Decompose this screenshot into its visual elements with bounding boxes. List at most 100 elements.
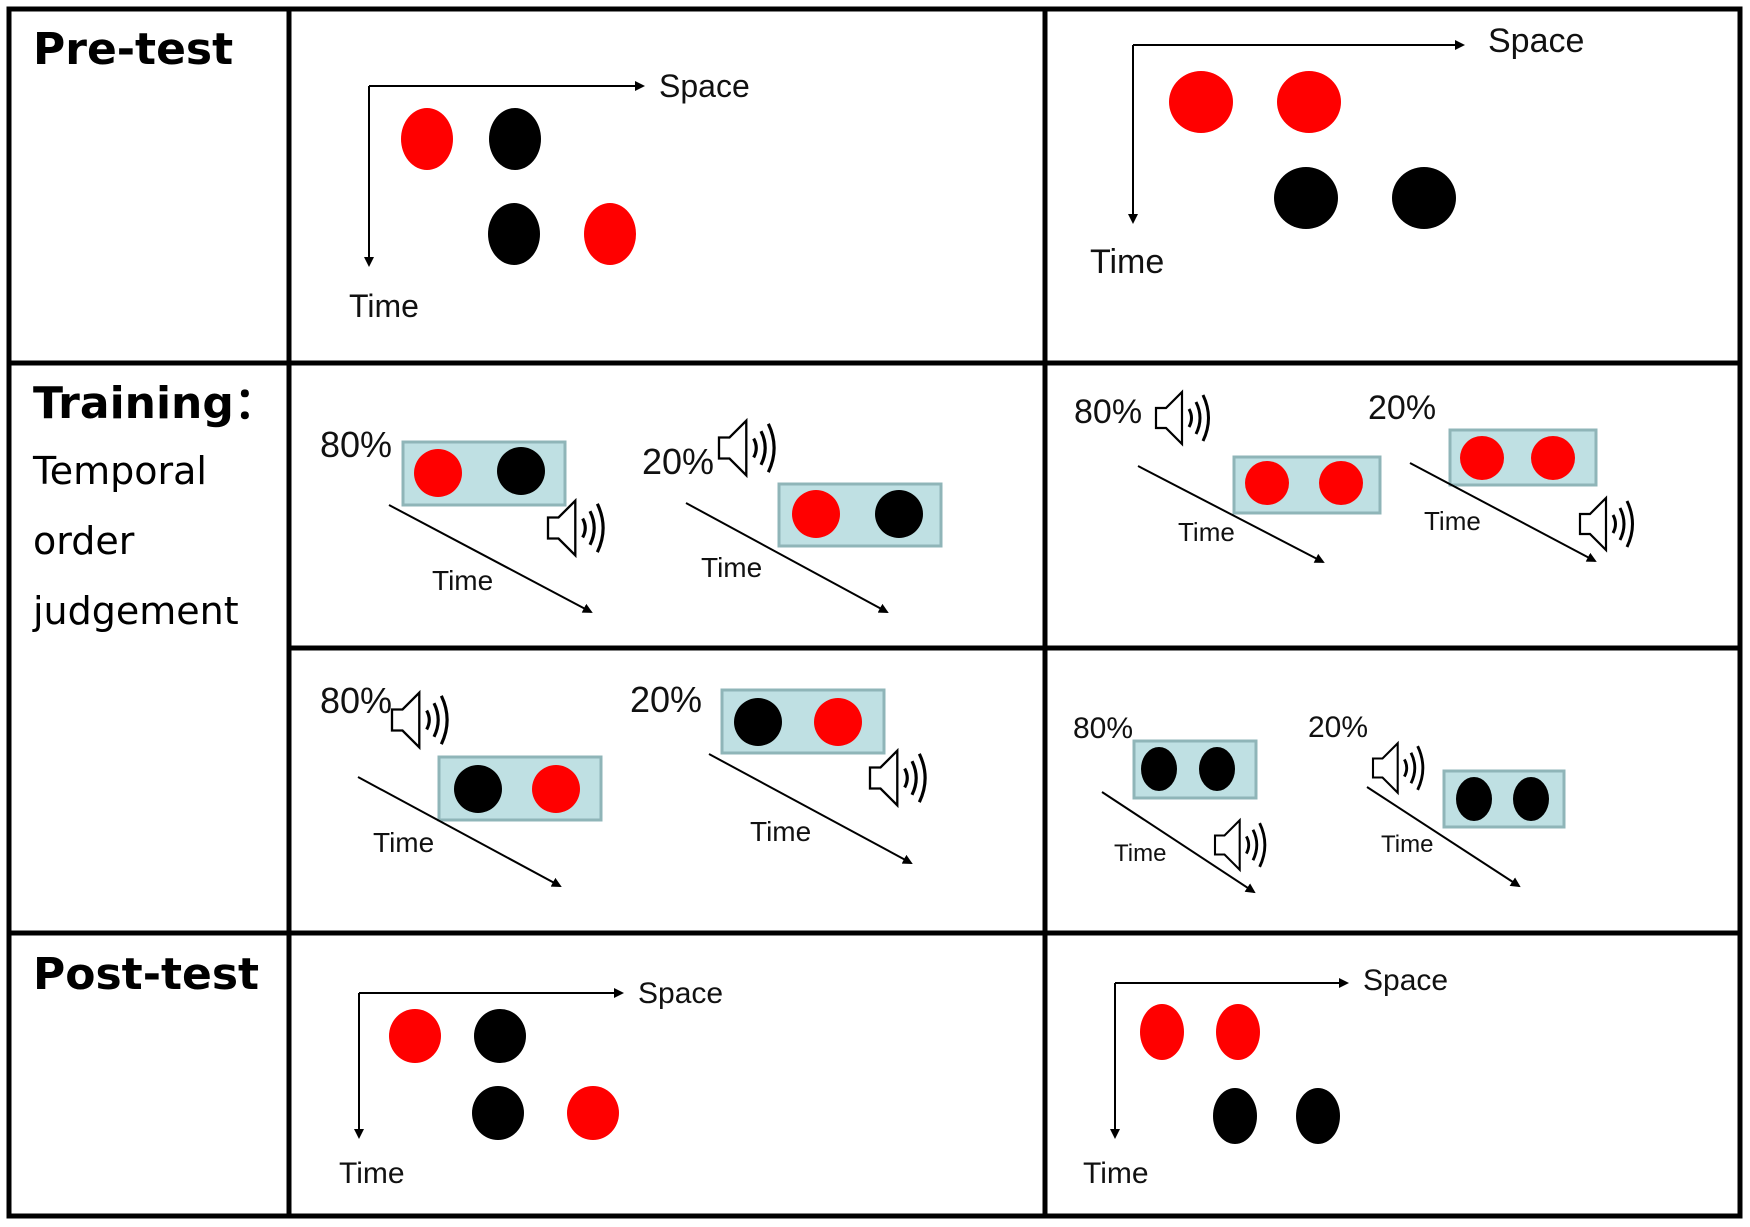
time-axis-label: Time	[1114, 840, 1166, 867]
speaker-icon	[1154, 390, 1210, 446]
trial-box-20	[1448, 428, 1598, 487]
row-headers: Pre-test Training： Temporal order judgem…	[32, 24, 278, 1000]
space-axis-label: Space	[659, 68, 750, 104]
time-axis-label: Time	[750, 816, 811, 847]
stimulus-grid	[1140, 1004, 1340, 1144]
training-panel-bottom-right: 80% 20% Time Time	[1073, 711, 1566, 894]
red-dot	[1245, 461, 1289, 505]
speaker-icon	[1213, 818, 1267, 872]
percent-label-80: 80%	[320, 680, 392, 721]
time-axis-label: Time	[701, 552, 762, 583]
black-dot	[1141, 747, 1177, 791]
space-axis-label: Space	[638, 977, 723, 1010]
black-dot	[875, 490, 923, 538]
black-dot	[474, 1009, 526, 1063]
percent-label-80: 80%	[320, 424, 392, 465]
training-subtitle-line: judgement	[32, 589, 239, 633]
posttest-left-panel: Space Time	[339, 977, 723, 1190]
black-dot	[1274, 167, 1338, 229]
red-dot	[1460, 436, 1504, 480]
percent-label-20: 20%	[1308, 711, 1368, 744]
posttest-right-panel: Space Time	[1083, 964, 1448, 1190]
black-dot	[1456, 777, 1492, 821]
time-arrow	[685, 502, 889, 613]
red-dot	[1216, 1004, 1260, 1060]
table-grid	[6, 6, 1743, 1219]
trial-box-80	[437, 755, 603, 822]
stimulus-grid	[389, 1009, 619, 1140]
training-subtitle-line: Temporal	[32, 449, 207, 493]
black-dot	[488, 203, 540, 265]
red-dot	[1319, 461, 1363, 505]
training-row-title: Training：	[33, 378, 278, 429]
time-axis-label: Time	[1083, 1157, 1149, 1190]
pretest-row-title: Pre-test	[33, 24, 233, 75]
time-arrow	[708, 753, 913, 864]
time-axis-label: Time	[1090, 243, 1164, 281]
time-arrow	[1101, 791, 1256, 894]
trial-box-20	[1442, 769, 1566, 829]
time-arrow	[357, 776, 562, 887]
red-dot	[389, 1009, 441, 1063]
red-dot	[584, 203, 636, 265]
black-dot	[1513, 777, 1549, 821]
time-axis-label: Time	[432, 565, 493, 596]
black-dot	[497, 447, 545, 495]
pretest-right-panel: Space Time	[1090, 22, 1584, 281]
time-axis-label: Time	[349, 288, 419, 324]
red-dot	[414, 449, 462, 497]
percent-label-20: 20%	[1368, 389, 1436, 427]
red-dot	[532, 765, 580, 813]
red-dot	[792, 490, 840, 538]
time-axis-label: Time	[373, 827, 434, 858]
stimulus-grid	[401, 108, 636, 265]
space-time-axes	[1128, 40, 1465, 224]
red-dot	[1169, 71, 1233, 133]
speaker-icon	[717, 419, 776, 477]
speaker-icon	[546, 499, 605, 557]
pretest-left-panel: Space Time	[349, 68, 750, 324]
black-dot	[489, 108, 541, 170]
time-arrow	[1366, 786, 1521, 888]
red-dot	[401, 108, 453, 170]
time-axis-label: Time	[1381, 831, 1433, 858]
red-dot	[1140, 1004, 1184, 1060]
black-dot	[1392, 167, 1456, 229]
time-arrow	[1409, 462, 1597, 562]
training-panel-top-left: 80% 20% Time Time	[320, 419, 943, 613]
space-axis-label: Space	[1363, 964, 1448, 997]
posttest-row-title: Post-test	[33, 949, 259, 1000]
stimulus-grid	[1169, 71, 1456, 229]
percent-label-80: 80%	[1074, 393, 1142, 431]
speaker-icon	[868, 749, 927, 807]
red-dot	[814, 698, 862, 746]
time-axis-label: Time	[339, 1157, 405, 1190]
trial-box-20	[777, 482, 943, 548]
black-dot	[1199, 747, 1235, 791]
trial-box-80	[1132, 739, 1258, 800]
speaker-icon	[1578, 496, 1634, 552]
time-axis-label: Time	[1178, 517, 1235, 547]
red-dot	[1531, 436, 1575, 480]
space-time-axes	[1110, 978, 1349, 1139]
trial-box-80	[401, 440, 567, 507]
speaker-icon	[390, 691, 449, 749]
trial-box-20	[720, 688, 886, 755]
percent-label-80: 80%	[1073, 712, 1133, 745]
space-time-axes	[364, 81, 645, 267]
training-subtitle-line: order	[33, 519, 135, 563]
speaker-icon	[1371, 741, 1425, 795]
black-dot	[454, 765, 502, 813]
time-arrow	[388, 504, 593, 613]
time-arrow	[1137, 465, 1325, 563]
black-dot	[734, 698, 782, 746]
red-dot	[567, 1086, 619, 1140]
percent-label-20: 20%	[630, 679, 702, 720]
training-panel-bottom-left: 80% 20% Time Time	[320, 679, 927, 887]
percent-label-20: 20%	[642, 441, 714, 482]
training-panel-top-right: 80% 20% Time Time	[1074, 389, 1634, 563]
red-dot	[1277, 71, 1341, 133]
trial-box-80	[1232, 455, 1382, 515]
black-dot	[1213, 1088, 1257, 1144]
